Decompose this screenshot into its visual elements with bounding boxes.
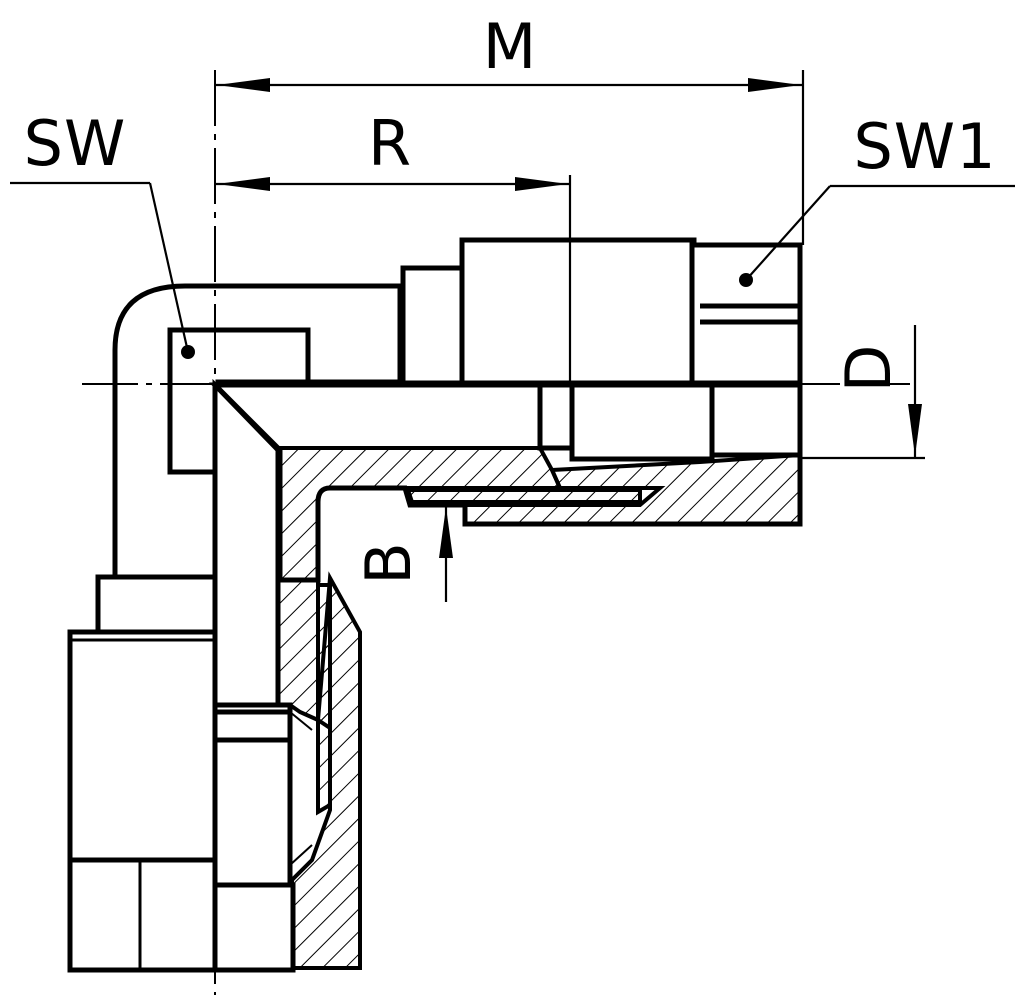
sw1-leader bbox=[739, 184, 1015, 287]
dimension-b-label: B bbox=[352, 541, 425, 585]
lower-collar bbox=[95, 574, 223, 635]
bore-step bbox=[537, 382, 575, 451]
nut-end-upper bbox=[709, 382, 803, 458]
upper-union-nut bbox=[400, 237, 803, 386]
dimension-r bbox=[215, 175, 572, 384]
sw-label: SW bbox=[24, 107, 127, 180]
dimension-m-label: M bbox=[483, 10, 538, 83]
lower-union-nut bbox=[67, 629, 223, 973]
tube-end-lower bbox=[212, 702, 293, 888]
nut-end-lower bbox=[212, 882, 296, 973]
body-section-hatch-vertical bbox=[276, 578, 320, 724]
ring-section-hatch-vertical bbox=[316, 583, 332, 816]
dimension-d bbox=[800, 325, 925, 460]
dimension-d-label: D bbox=[832, 344, 905, 393]
body-hex-flat bbox=[167, 327, 311, 475]
dimension-b bbox=[439, 505, 453, 602]
dimension-r-label: R bbox=[368, 107, 412, 180]
dimension-m bbox=[215, 70, 805, 245]
sw-leader bbox=[10, 181, 195, 359]
tube-end-upper bbox=[569, 382, 715, 462]
ring-section-hatch-horizontal bbox=[405, 488, 642, 504]
sw1-label: SW1 bbox=[853, 110, 996, 183]
